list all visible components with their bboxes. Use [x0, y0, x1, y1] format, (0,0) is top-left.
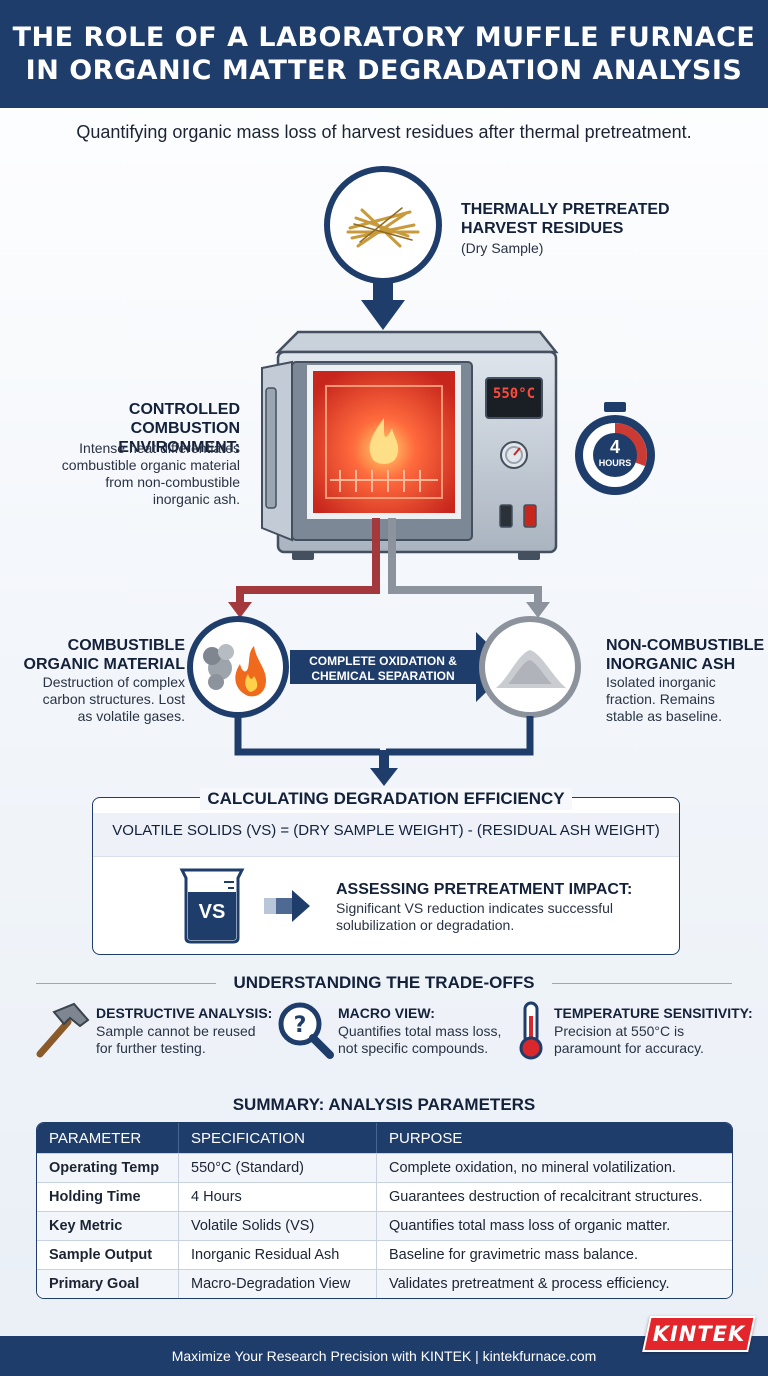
page-header: THE ROLE OF A LABORATORY MUFFLE FURNACE … [0, 0, 768, 108]
svg-text:?: ? [294, 1013, 307, 1038]
impact-description: Significant VS reduction indicates succe… [336, 900, 614, 933]
formula-band [93, 813, 679, 857]
timer-number: 4 [609, 437, 620, 457]
efficiency-title: CALCULATING DEGRADATION EFFICIENCY [207, 789, 565, 808]
title-line-2: IN ORGANIC MATTER DEGRADATION ANALYSIS [25, 55, 743, 86]
timer-icon [575, 402, 655, 495]
sample-title: THERMALLY PRETREATED HARVEST RESIDUES [461, 201, 670, 237]
table-cell: Baseline for gravimetric mass balance. [377, 1240, 732, 1269]
temperature-display: 550°C [492, 386, 536, 402]
table-row: Operating Temp 550°C (Standard) Complete… [37, 1153, 732, 1182]
combustible-circle [187, 616, 289, 718]
sample-circle [324, 166, 442, 284]
thermometer-icon [519, 1001, 543, 1060]
subtitle: Quantifying organic mass loss of harvest… [76, 122, 692, 142]
table-cell: Holding Time [37, 1182, 179, 1211]
title-line-1: THE ROLE OF A LABORATORY MUFFLE FURNACE [12, 22, 756, 53]
impact-title: ASSESSING PRETREATMENT IMPACT: [336, 881, 633, 898]
environment-title: CONTROLLED COMBUSTION ENVIRONMENT: [118, 401, 240, 456]
beaker-icon [179, 868, 245, 944]
table-cell: Quantifies total mass loss of organic ma… [377, 1211, 732, 1240]
beaker-label: VS [198, 901, 226, 923]
sample-note: (Dry Sample) [461, 240, 544, 256]
tradeoff-macro-view: MACRO VIEW: Quantifies total mass loss, … [338, 1005, 502, 1056]
table-cell: Complete oxidation, no mineral volatiliz… [377, 1153, 732, 1182]
summary-title: SUMMARY: ANALYSIS PARAMETERS [232, 1095, 536, 1114]
table-row: Holding Time 4 Hours Guarantees destruct… [37, 1182, 732, 1211]
table-cell: Sample Output [37, 1240, 179, 1269]
table-cell: Volatile Solids (VS) [179, 1211, 377, 1240]
tradeoffs-divider-left [36, 983, 216, 984]
flame-icon [369, 418, 399, 464]
combustible-description: Destruction of complex carbon structures… [42, 674, 185, 724]
tradeoffs-divider-right [552, 983, 732, 984]
combustible-title: COMBUSTIBLE ORGANIC MATERIAL [23, 637, 185, 673]
table-cell: Key Metric [37, 1211, 179, 1240]
table-cell: 4 Hours [179, 1182, 377, 1211]
ash-circle [479, 616, 581, 718]
beaker-graphic [179, 868, 310, 944]
separation-arrow [290, 632, 512, 702]
timer-unit: HOURS [598, 458, 632, 468]
tradeoff-destructive: DESTRUCTIVE ANALYSIS: Sample cannot be r… [96, 1005, 273, 1056]
column-header: PURPOSE [377, 1123, 732, 1153]
summary-table: PARAMETER SPECIFICATION PURPOSE Operatin… [36, 1122, 733, 1299]
column-header: PARAMETER [37, 1123, 179, 1153]
column-header: SPECIFICATION [179, 1123, 377, 1153]
table-cell: Primary Goal [37, 1269, 179, 1298]
kintek-logo[interactable]: KINTEK [642, 1316, 756, 1352]
impact-arrow-icon [264, 890, 310, 922]
table-cell: Guarantees destruction of recalcitrant s… [377, 1182, 732, 1211]
smoke-icon [203, 644, 234, 690]
table-row: Primary Goal Macro-Degradation View Vali… [37, 1269, 732, 1298]
table-cell: Macro-Degradation View [179, 1269, 377, 1298]
page-title: THE ROLE OF A LABORATORY MUFFLE FURNACE … [13, 21, 756, 87]
noncombustible-title: NON-COMBUSTIBLE INORGANIC ASH [606, 637, 765, 673]
magnifier-question-icon: ? [278, 1002, 334, 1059]
hammer-icon [36, 1002, 90, 1058]
footer-text[interactable]: Maximize Your Research Precision with KI… [171, 1348, 597, 1364]
vs-formula: VOLATILE SOLIDS (VS) = (DRY SAMPLE WEIGH… [112, 822, 660, 839]
separation-arrow-label: COMPLETE OXIDATION & CHEMICAL SEPARATION [309, 654, 457, 683]
process-diagram [187, 166, 655, 786]
noncombustible-description: Isolated inorganic fraction. Remains sta… [606, 674, 722, 724]
table-cell: Operating Temp [37, 1153, 179, 1182]
ash-pile-icon [496, 650, 566, 688]
table-cell: Inorganic Residual Ash [179, 1240, 377, 1269]
environment-description: Intense heat differentiates combustible … [61, 440, 240, 507]
table-cell: Validates pretreatment & process efficie… [377, 1269, 732, 1298]
footer: Maximize Your Research Precision with KI… [0, 1336, 768, 1376]
table-cell: 550°C (Standard) [179, 1153, 377, 1182]
tradeoff-temperature: TEMPERATURE SENSITIVITY: Precision at 55… [554, 1005, 753, 1056]
tradeoffs-title: UNDERSTANDING THE TRADE-OFFS [233, 973, 535, 992]
table-row: Key Metric Volatile Solids (VS) Quantifi… [37, 1211, 732, 1240]
muffle-furnace [261, 330, 559, 560]
fire-icon [235, 646, 266, 697]
straw-icon [346, 207, 420, 248]
table-header-row: PARAMETER SPECIFICATION PURPOSE [37, 1123, 732, 1153]
efficiency-title-bg [200, 788, 572, 810]
table-row: Sample Output Inorganic Residual Ash Bas… [37, 1240, 732, 1269]
